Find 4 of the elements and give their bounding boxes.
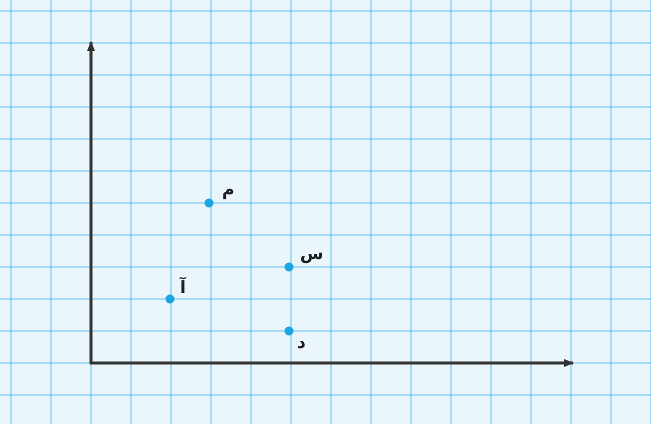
- point-label: س: [300, 244, 324, 264]
- point-label: م: [222, 180, 234, 200]
- point-label: د: [297, 333, 306, 353]
- point-label: آ: [180, 278, 186, 298]
